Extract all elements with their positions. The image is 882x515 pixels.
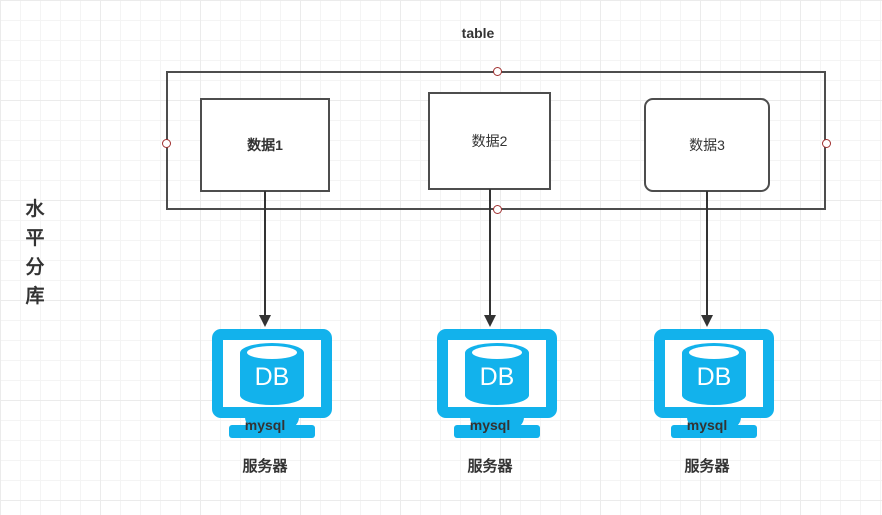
data-box-3[interactable]: 数据3	[644, 98, 770, 192]
database-cylinder-top-icon	[472, 346, 522, 359]
arrow-head-2	[484, 315, 496, 327]
mysql-label: mysql	[469, 417, 511, 433]
database-cylinder-top-icon	[689, 346, 739, 359]
monitor-stand-base	[454, 425, 540, 438]
mysql-label: mysql	[686, 417, 728, 433]
server-caption: 服务器	[242, 458, 288, 475]
table-title: table	[461, 25, 495, 41]
connection-handle-left[interactable]	[162, 139, 171, 148]
db-label: DB	[479, 363, 515, 391]
db-label: DB	[254, 363, 290, 391]
arrow-head-3	[701, 315, 713, 327]
database-cylinder-top-icon	[247, 346, 297, 359]
connection-handle-top[interactable]	[493, 67, 502, 76]
data-box-2[interactable]: 数据2	[428, 92, 551, 190]
side-caption-horizontal-sharding: 水平 分库	[25, 199, 45, 307]
arrow-line-1	[264, 191, 266, 319]
connection-handle-right[interactable]	[822, 139, 831, 148]
monitor-stand-base	[229, 425, 315, 438]
server-caption: 服务器	[467, 458, 513, 475]
arrow-head-1	[259, 315, 271, 327]
arrow-line-2	[489, 189, 491, 319]
data-box-1[interactable]: 数据1	[200, 98, 330, 192]
db-label: DB	[696, 363, 732, 391]
mysql-label: mysql	[244, 417, 286, 433]
connection-handle-bottom[interactable]	[493, 205, 502, 214]
monitor-stand-base	[671, 425, 757, 438]
server-caption: 服务器	[684, 458, 730, 475]
arrow-line-3	[706, 191, 708, 319]
